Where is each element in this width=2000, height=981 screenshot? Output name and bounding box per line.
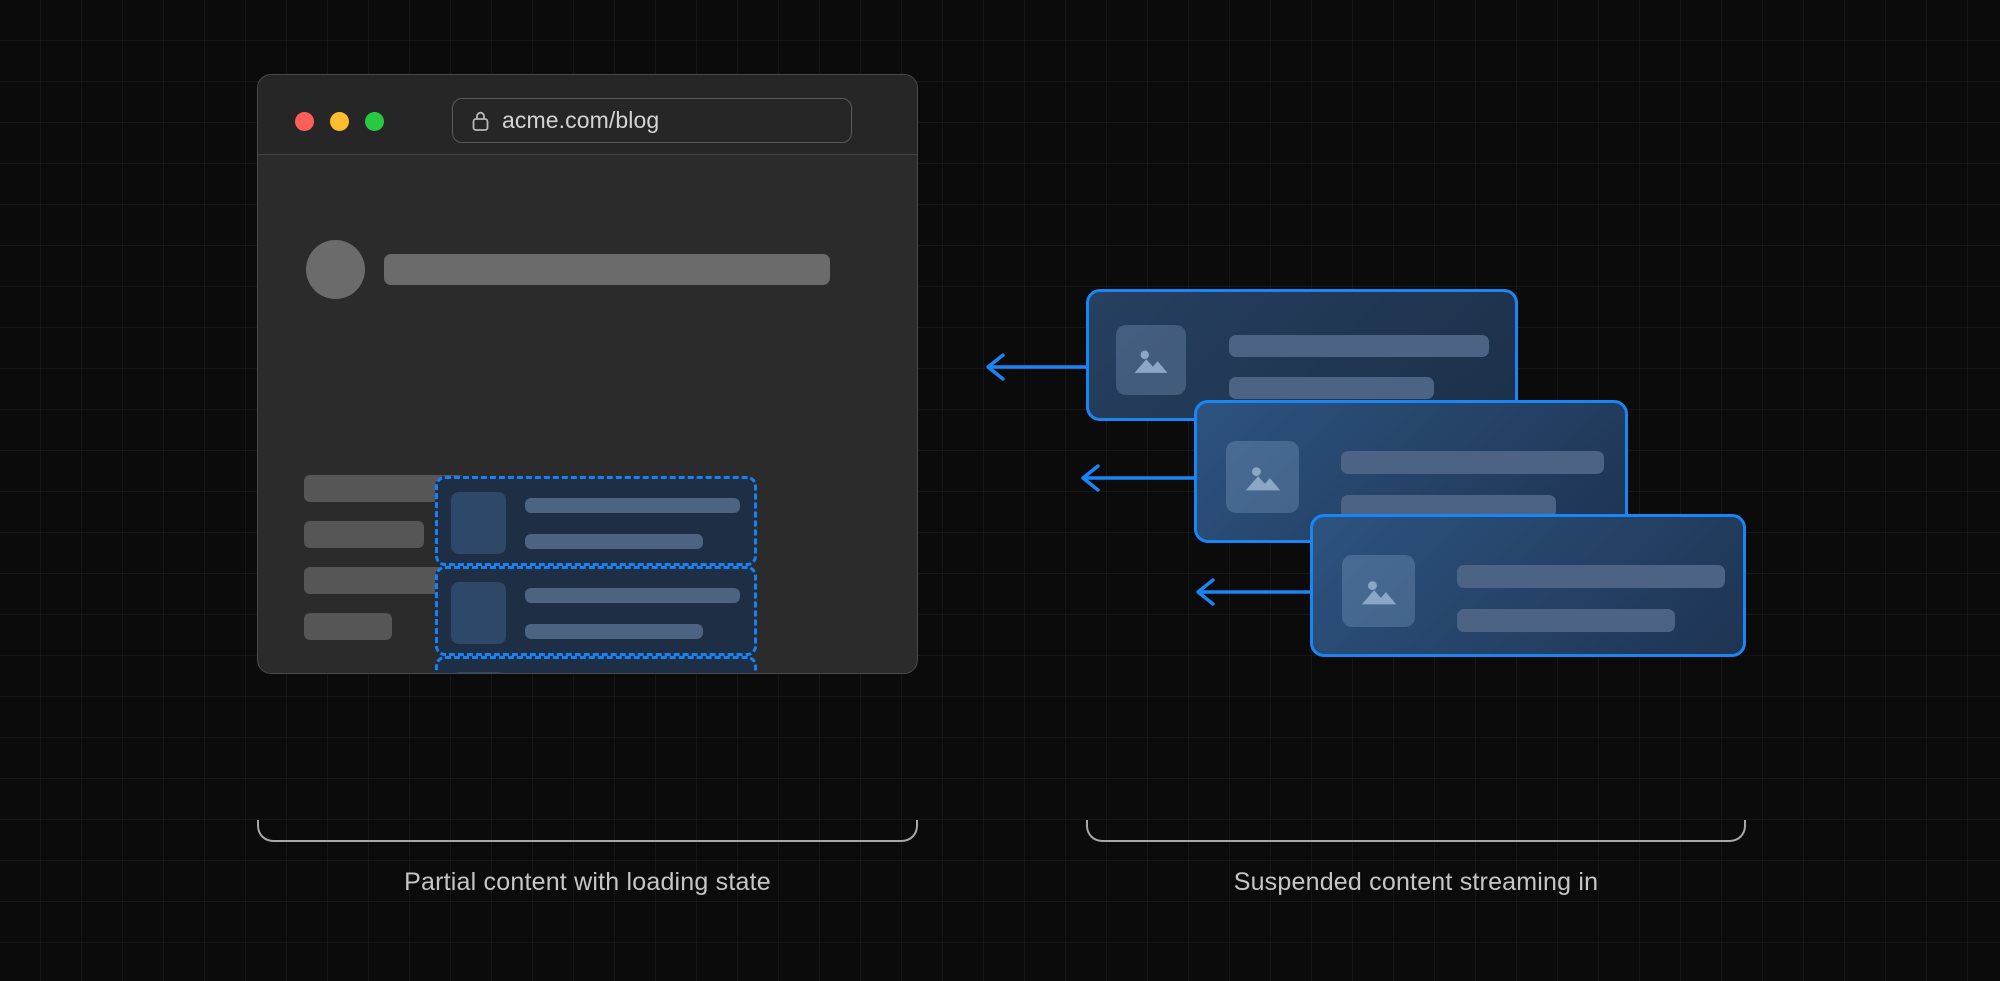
streaming-card[interactable]: [1310, 514, 1746, 657]
text-line-placeholder: [1457, 609, 1675, 632]
thumbnail-placeholder: [451, 582, 506, 644]
text-line-placeholder: [1341, 495, 1556, 518]
suspense-placeholder-row: [435, 656, 757, 673]
sidebar-placeholder-bar: [304, 613, 392, 640]
right-group-caption: Suspended content streaming in: [1233, 868, 1599, 896]
thumbnail-placeholder: [451, 672, 506, 673]
left-group-caption: Partial content with loading state: [404, 868, 771, 896]
text-line-placeholder: [525, 534, 703, 549]
address-bar-text: acme.com/blog: [502, 107, 660, 133]
browser-window: [257, 74, 918, 674]
image-icon: [1116, 325, 1186, 395]
window-maximize-button[interactable]: [365, 112, 384, 131]
text-line-placeholder: [1341, 451, 1604, 474]
sidebar-placeholder-bar: [304, 567, 444, 594]
suspense-placeholder-row: [435, 476, 757, 566]
image-icon: [1342, 555, 1415, 627]
left-group-bracket: [257, 820, 918, 842]
text-line-placeholder: [525, 588, 740, 603]
browser-content-area: [258, 155, 917, 673]
avatar-placeholder: [306, 240, 365, 299]
text-line-placeholder: [1229, 377, 1434, 399]
streaming-card[interactable]: [1086, 289, 1518, 421]
window-minimize-button[interactable]: [330, 112, 349, 131]
text-line-placeholder: [525, 498, 740, 513]
right-group-bracket: [1086, 820, 1746, 842]
stream-arrow: [1081, 464, 1200, 492]
sidebar-placeholder-bar: [304, 521, 424, 548]
lock-icon: [472, 111, 489, 131]
window-close-button[interactable]: [295, 112, 314, 131]
text-line-placeholder: [1457, 565, 1725, 588]
stream-arrow: [986, 353, 1092, 381]
image-icon: [1226, 441, 1299, 513]
text-line-placeholder: [1229, 335, 1489, 357]
suspense-placeholder-row: [435, 566, 757, 656]
address-bar[interactable]: acme.com/blog: [452, 98, 852, 143]
stream-arrow: [1196, 578, 1315, 606]
text-line-placeholder: [525, 624, 703, 639]
thumbnail-placeholder: [451, 492, 506, 554]
header-bar-placeholder: [384, 254, 830, 285]
